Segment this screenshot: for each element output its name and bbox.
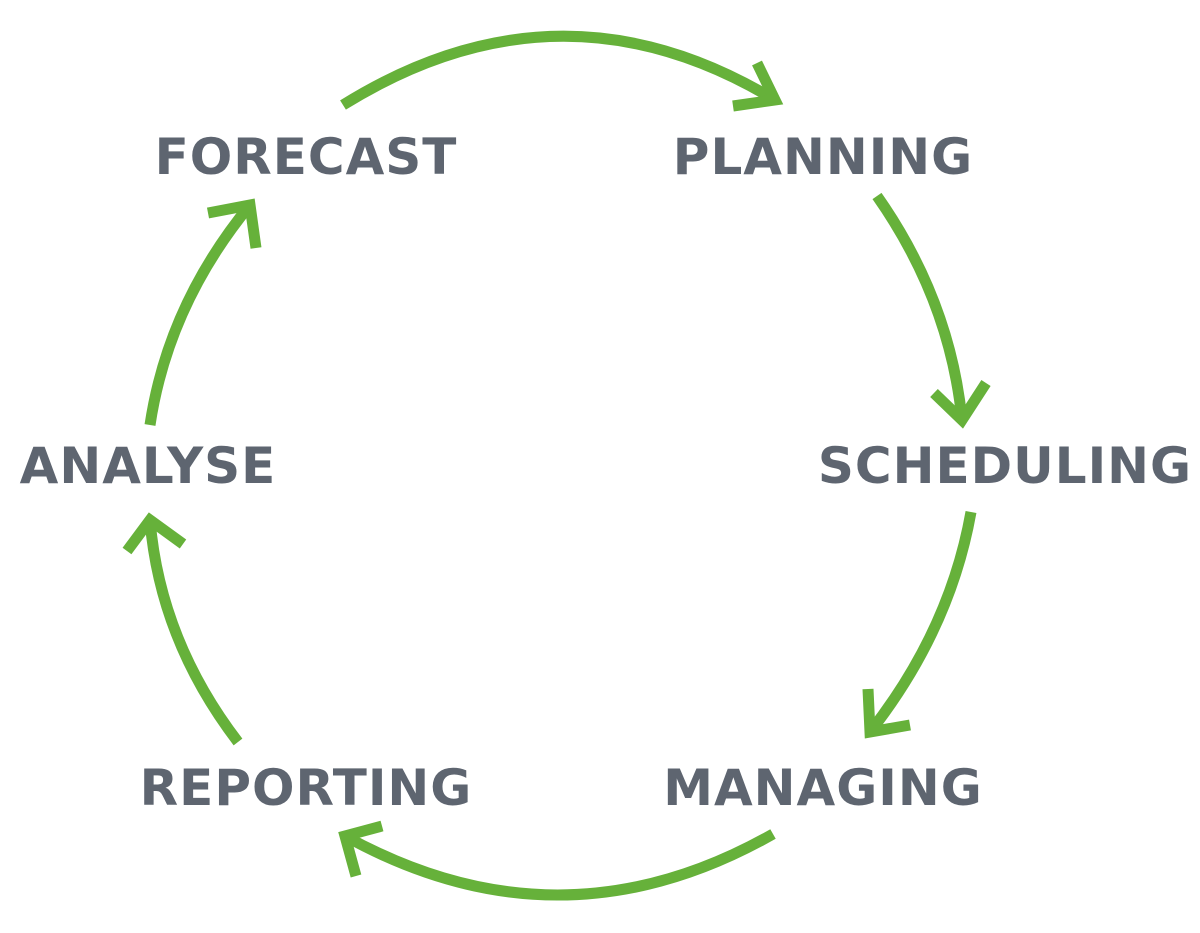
- stage-label-scheduling: SCHEDULING: [818, 437, 1192, 495]
- arrowhead-icon: [122, 512, 187, 555]
- arrow-arc: [144, 519, 243, 746]
- arrowhead-icon: [206, 198, 262, 249]
- arrowhead-icon: [862, 688, 911, 739]
- arrow-forecast-to-planning: [340, 30, 784, 112]
- arrow-reporting-to-analyse: [122, 512, 243, 746]
- arrow-arc: [872, 192, 968, 421]
- arrow-arc: [144, 201, 255, 426]
- stage-label-managing: MANAGING: [663, 759, 983, 817]
- arrowhead-icon: [930, 380, 991, 429]
- stage-label-planning: PLANNING: [673, 128, 973, 186]
- arrow-analyse-to-forecast: [144, 198, 262, 426]
- arrow-arc: [865, 511, 977, 736]
- arrow-planning-to-scheduling: [872, 192, 991, 429]
- arrow-arc: [340, 30, 778, 110]
- stage-label-analyse: ANALYSE: [20, 437, 277, 495]
- arrowhead-icon: [338, 820, 384, 878]
- arrow-arc: [342, 829, 776, 901]
- arrow-managing-to-reporting: [338, 820, 776, 901]
- arrowhead-icon: [732, 60, 784, 112]
- stage-label-forecast: FORECAST: [155, 128, 458, 186]
- arrow-scheduling-to-managing: [862, 511, 977, 739]
- stage-label-reporting: REPORTING: [140, 759, 473, 817]
